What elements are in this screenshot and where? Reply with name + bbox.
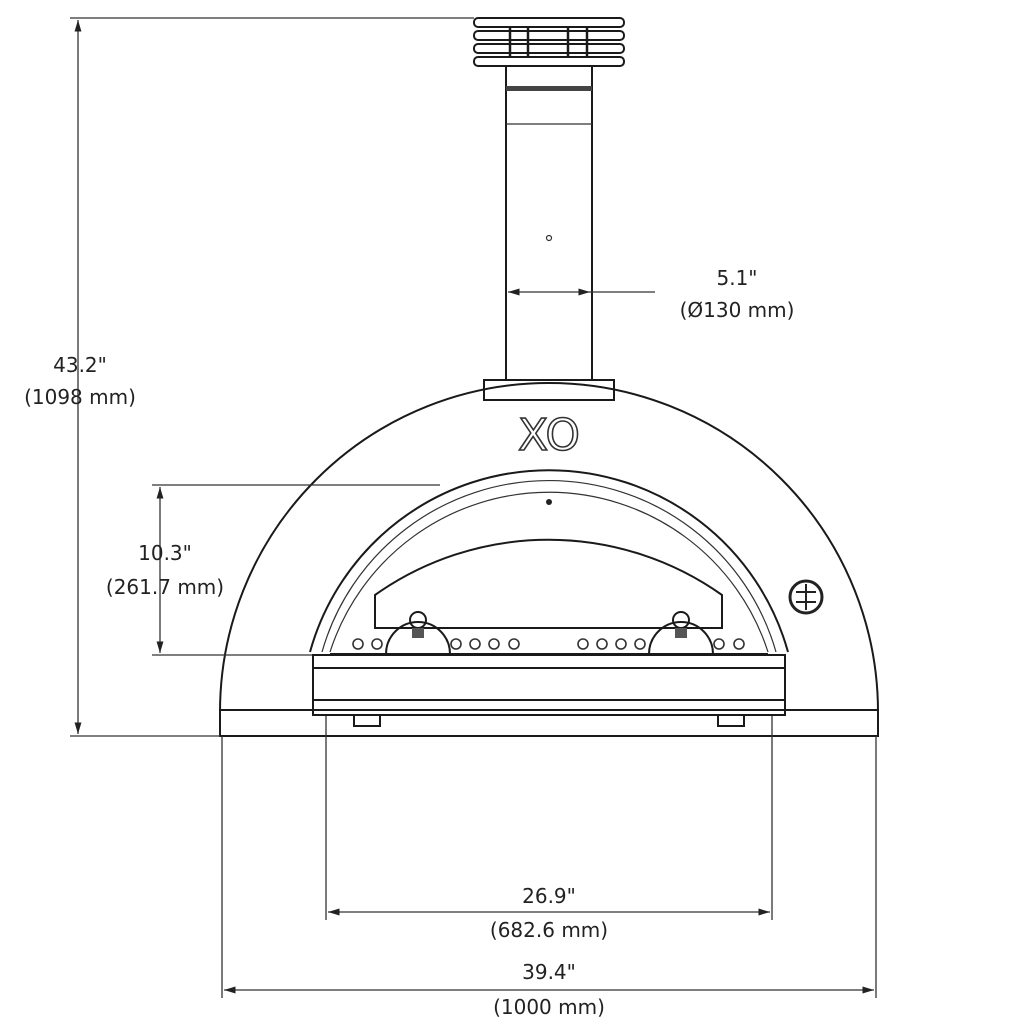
total-width-imperial: 39.4" xyxy=(522,960,576,984)
flue-diameter-metric: (Ø130 mm) xyxy=(680,298,795,322)
flue-diameter-imperial: 5.1" xyxy=(716,266,757,290)
door-width-imperial: 26.9" xyxy=(522,884,576,908)
chimney-cap xyxy=(473,17,625,67)
dimension-lines xyxy=(70,17,877,998)
vent-holes xyxy=(352,638,745,650)
thermometer-icon xyxy=(788,579,824,615)
total-width-metric: (1000 mm) xyxy=(493,995,605,1019)
total-height-metric: (1098 mm) xyxy=(24,385,136,409)
door-width-metric: (682.6 mm) xyxy=(490,918,608,942)
door-height-imperial: 10.3" xyxy=(138,541,192,565)
door-hinges xyxy=(385,611,714,655)
xo-logo: XO xyxy=(518,410,580,461)
chimney-pipe xyxy=(483,66,615,401)
oven-dome: XO xyxy=(219,382,879,737)
oven-door xyxy=(309,469,789,727)
total-height-imperial: 43.2" xyxy=(53,353,107,377)
door-height-metric: (261.7 mm) xyxy=(106,575,224,599)
